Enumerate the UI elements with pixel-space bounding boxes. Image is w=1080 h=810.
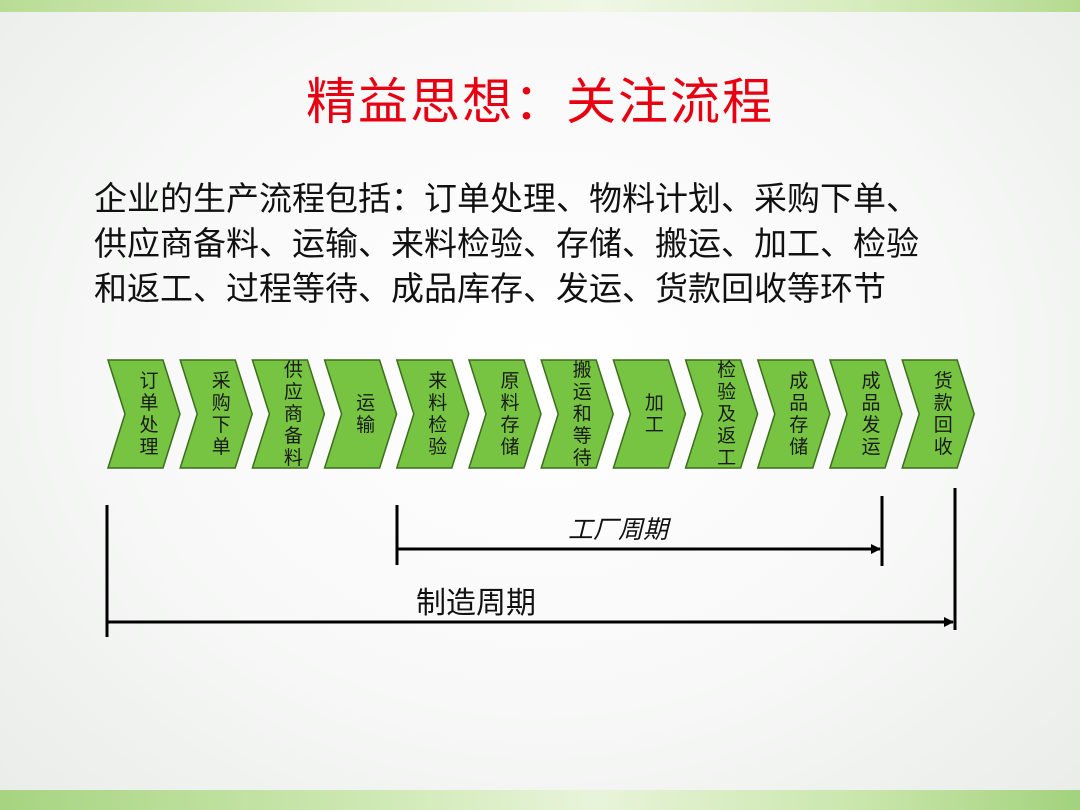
process-step-label-char: 处 — [139, 414, 158, 436]
process-step-label-char: 输 — [356, 414, 375, 436]
process-step-label-char: 成 — [789, 370, 808, 392]
process-step-label-char: 验 — [428, 436, 447, 458]
process-step-label-char: 验 — [717, 381, 736, 403]
body-line-3: 和返工、过程等待、成品库存、发运、货款回收等环节 — [94, 269, 886, 308]
manufacturing-cycle-label: 制造周期 — [416, 586, 536, 621]
process-step-label-char: 和 — [573, 403, 592, 425]
body-line-1: 企业的生产流程包括：订单处理、物料计划、采购下单、 — [94, 179, 919, 218]
process-step-label-char: 加 — [645, 392, 664, 414]
process-step-label-char: 料 — [428, 392, 447, 414]
process-step-chevron — [395, 359, 470, 469]
process-step-chevron — [828, 359, 903, 469]
process-step-label-char: 工 — [717, 447, 736, 469]
process-step-label-char: 检 — [428, 414, 447, 436]
process-step-label-char: 收 — [934, 436, 953, 458]
process-step-label-char: 单 — [139, 392, 158, 414]
process-step-chevron — [251, 359, 326, 469]
process-step: 运输 — [323, 359, 398, 469]
process-step-label-char: 发 — [861, 414, 880, 436]
process-step: 货款回收 — [901, 359, 975, 469]
process-step-label-char: 运 — [861, 436, 880, 458]
body-line-2: 供应商备料、运输、来料检验、存储、搬运、加工、检验 — [94, 224, 919, 263]
process-step-label-char: 来 — [428, 370, 447, 392]
process-step-label-char: 运 — [356, 392, 375, 414]
process-step-label-char: 储 — [789, 436, 808, 458]
process-step-label-char: 应 — [284, 381, 303, 403]
process-step-chevron — [179, 359, 253, 469]
process-step-label-char: 理 — [139, 436, 158, 458]
process-step-label-char: 成 — [861, 370, 880, 392]
process-step-label-char: 返 — [717, 425, 736, 447]
process-step-label-char: 货 — [934, 370, 953, 392]
process-step-chevron — [106, 359, 181, 469]
process-step-label-char: 购 — [212, 392, 231, 414]
process-step-chevron — [540, 359, 614, 469]
process-step-label-char: 回 — [934, 414, 953, 436]
process-step-label-char: 工 — [645, 414, 664, 436]
process-step-chevron — [323, 359, 398, 469]
process-step-label-char: 存 — [789, 414, 808, 436]
process-step-chevron — [684, 359, 759, 469]
process-step-label-char: 下 — [212, 414, 231, 436]
process-step-chevron — [467, 359, 542, 469]
process-step-label-char: 料 — [284, 447, 303, 469]
process-step-label-char: 运 — [573, 381, 592, 403]
process-step-label-char: 品 — [861, 392, 880, 414]
top-decor-band — [0, 0, 1080, 12]
slide-title: 精益思想：关注流程 — [306, 73, 774, 131]
process-step-chevron — [756, 359, 831, 469]
process-step-label-char: 商 — [284, 403, 303, 425]
process-step-label-char: 供 — [284, 359, 303, 381]
process-step: 来料检验 — [395, 359, 470, 469]
process-step-label-char: 品 — [789, 392, 808, 414]
process-step: 供应商备料 — [251, 359, 326, 469]
process-step-label-char: 储 — [500, 436, 519, 458]
process-step-label-char: 及 — [717, 403, 736, 425]
process-step-label-char: 采 — [212, 370, 231, 392]
process-step-label-char: 单 — [212, 436, 231, 458]
body-paragraph: 企业的生产流程包括：订单处理、物料计划、采购下单、 供应商备料、运输、来料检验、… — [94, 176, 1014, 311]
process-step-label-char: 搬 — [573, 359, 592, 381]
process-step-label-char: 订 — [139, 370, 158, 392]
process-step-label-char: 存 — [500, 414, 519, 436]
process-step-label-char: 原 — [500, 370, 519, 392]
process-step-label-char: 待 — [573, 447, 592, 469]
process-step: 加工 — [612, 359, 687, 469]
bottom-decor-band — [0, 790, 1080, 810]
process-step-label-char: 备 — [284, 425, 303, 447]
process-step-chevron — [901, 359, 975, 469]
factory-cycle-label: 工厂周期 — [568, 515, 669, 544]
process-step-label-char: 料 — [500, 392, 519, 414]
process-step: 采购下单 — [179, 359, 253, 469]
process-step-label-char: 检 — [717, 359, 736, 381]
process-step-chevron — [612, 359, 687, 469]
process-step-label-char: 等 — [573, 425, 592, 447]
process-step: 订单处理 — [106, 359, 181, 469]
process-step-label-char: 款 — [934, 392, 953, 414]
